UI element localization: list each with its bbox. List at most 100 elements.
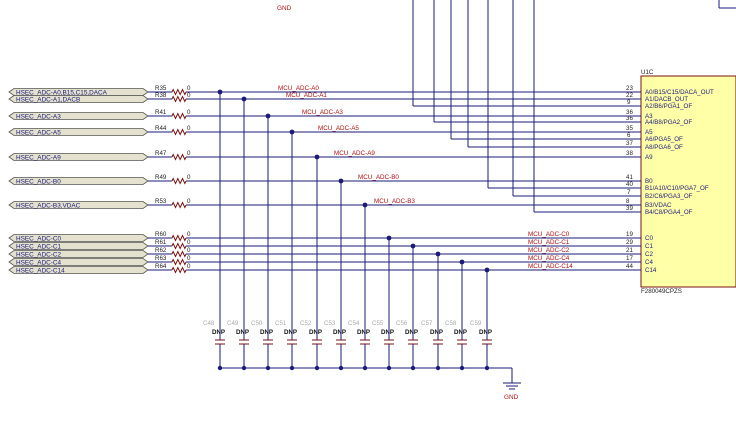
capacitor-ref: C55 <box>372 320 384 327</box>
net-label: MCU_ADC-A0 <box>278 85 319 92</box>
capacitor-value: DNP <box>381 329 394 336</box>
net-label: MCU_ADC-B3 <box>374 198 415 205</box>
svg-text:37: 37 <box>626 140 633 147</box>
resistor-ref: R63 <box>155 255 167 262</box>
svg-text:40: 40 <box>626 181 633 188</box>
resistor-ref: R47 <box>155 150 167 157</box>
resistor-value: 0 <box>187 239 191 246</box>
net-label: MCU_ADC-C14 <box>528 263 573 270</box>
ic-pin-number: 17 <box>626 255 633 262</box>
resistor-symbol <box>171 112 187 120</box>
capacitor-value: DNP <box>479 329 492 336</box>
junction-dot <box>410 365 416 371</box>
capacitor-ref: C48 <box>203 320 215 327</box>
resistor-ref: R60 <box>155 231 167 238</box>
ic-pin-number: 36 <box>626 109 633 116</box>
ic-pin-name: A9 <box>645 154 653 161</box>
extra-pin-39: 39 B4/C8/PGA4_OF <box>626 205 693 216</box>
net-label: MCU_ADC-C2 <box>528 247 570 254</box>
connector-label: HSEC_ADC-C1 <box>16 243 62 250</box>
extra-pin-36: 36 A4/B8/PGA2_OF <box>626 115 692 126</box>
ic-pin-number: 44 <box>626 263 633 270</box>
ic-pin-name: C14 <box>645 267 657 274</box>
resistor-value: 0 <box>187 174 191 181</box>
ic-body <box>640 75 736 288</box>
capacitor-ref: C51 <box>275 320 287 327</box>
connector-label: HSEC_ADC-A0,B15,C15,DACA <box>16 89 108 96</box>
ic-pin-number: 21 <box>626 247 633 254</box>
svg-text:B4/C8/PGA4_OF: B4/C8/PGA4_OF <box>645 209 693 216</box>
extra-pin-9: 9 A2/B6/PGA1_OF <box>627 99 692 110</box>
connector-label: HSEC_ADC-B3,VDAC <box>16 202 81 209</box>
junction-dot <box>265 365 271 371</box>
capacitor-value: DNP <box>333 329 346 336</box>
connector-label: HSEC_ADC-A5 <box>16 129 61 136</box>
resistor-ref: R53 <box>155 198 167 205</box>
resistor-ref: R62 <box>155 247 167 254</box>
ic-pin-name: A3 <box>645 113 653 120</box>
ic-pin-number: 19 <box>626 231 633 238</box>
net-label: MCU_ADC-A9 <box>334 150 375 157</box>
ic-pin-name: A5 <box>645 129 653 136</box>
resistor-ref: R49 <box>155 174 167 181</box>
svg-text:39: 39 <box>626 205 633 212</box>
capacitor-ref: C57 <box>421 320 433 327</box>
connector-label: HSEC_ADC-C2 <box>16 251 62 258</box>
svg-text:6: 6 <box>627 132 631 139</box>
resistor-value: 0 <box>187 125 191 132</box>
capacitor-ref: C56 <box>396 320 408 327</box>
resistor-symbol <box>171 128 187 136</box>
net-label: MCU_ADC-A3 <box>302 109 343 116</box>
ic-pin-name: C2 <box>645 251 653 258</box>
junction-dot <box>217 365 223 371</box>
capacitor-ref: C58 <box>445 320 457 327</box>
resistor-ref: R61 <box>155 239 167 246</box>
capacitor-ref: C52 <box>300 320 312 327</box>
resistor-symbol <box>171 153 187 161</box>
resistor-value: 0 <box>187 263 191 270</box>
svg-text:7: 7 <box>627 189 631 196</box>
connector-label: HSEC_ADC-C14 <box>16 267 65 274</box>
resistor-symbol <box>171 242 187 250</box>
net-label: MCU_ADC-C0 <box>528 231 570 238</box>
svg-text:A6/PGA5_OF: A6/PGA5_OF <box>645 136 683 143</box>
ic-pin-number: 22 <box>626 92 633 99</box>
ic-pin-number: 38 <box>626 150 633 157</box>
gnd-label-top: GND <box>277 5 292 12</box>
ic-pin-number: 29 <box>626 239 633 246</box>
capacitor-value: DNP <box>405 329 418 336</box>
ic-pin-name: C0 <box>645 235 653 242</box>
svg-text:A4/B8/PGA2_OF: A4/B8/PGA2_OF <box>645 119 692 126</box>
resistor-value: 0 <box>187 255 191 262</box>
net-label: MCU_ADC-C4 <box>528 255 570 262</box>
capacitor-ref: C54 <box>348 320 360 327</box>
resistor-value: 0 <box>187 247 191 254</box>
net-label: MCU_ADC-B0 <box>358 174 399 181</box>
extra-pin-6: 6 A6/PGA5_OF <box>627 132 683 143</box>
resistor-symbol <box>171 234 187 242</box>
capacitor-ref: C49 <box>227 320 239 327</box>
capacitor-ref: C50 <box>251 320 263 327</box>
resistor-symbol <box>171 258 187 266</box>
connector-label: HSEC_ADC-A3 <box>16 113 61 120</box>
resistor-symbol <box>171 266 187 274</box>
junction-dot <box>484 365 490 371</box>
resistor-ref: R64 <box>155 263 167 270</box>
resistor-value: 0 <box>187 231 191 238</box>
connector-label: HSEC_ADC-C0 <box>16 235 62 242</box>
capacitor-value: DNP <box>430 329 443 336</box>
resistor-symbol <box>171 201 187 209</box>
